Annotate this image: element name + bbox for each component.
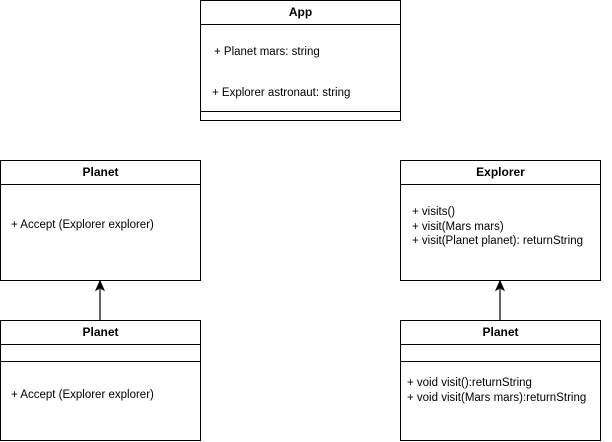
explorer-method-visit-mars: + visit(Mars mars) xyxy=(412,221,504,233)
planet-bottom-left-method-accept: + Accept (Explorer explorer) xyxy=(11,389,154,401)
class-app[interactable]: App + Planet mars: string + Explorer ast… xyxy=(200,0,401,121)
explorer-method-visit-planet: + visit(Planet planet): returnString xyxy=(412,235,583,247)
arrow-left-connector[interactable] xyxy=(94,279,106,320)
arrow-right-connector[interactable] xyxy=(494,279,506,320)
explorer-method-visits: + visits() xyxy=(412,206,456,218)
class-planet-top-title: Planet xyxy=(1,161,200,185)
class-planet-bottom-left[interactable]: Planet + Accept (Explorer explorer) xyxy=(0,320,201,441)
planet-bottom-right-divider xyxy=(401,361,600,362)
class-explorer[interactable]: Explorer + visits() + visit(Mars mars) +… xyxy=(400,160,601,281)
class-planet-bottom-right-title: Planet xyxy=(401,321,600,345)
app-field-mars: + Planet mars: string xyxy=(214,46,320,58)
class-app-title: App xyxy=(201,1,400,25)
class-explorer-title: Explorer xyxy=(401,161,600,185)
planet-top-method-accept: + Accept (Explorer explorer) xyxy=(11,219,154,231)
app-divider xyxy=(201,111,400,112)
planet-bottom-right-method-visit-mars: + void visit(Mars mars):returnString xyxy=(407,392,587,404)
app-field-astronaut: + Explorer astronaut: string xyxy=(212,87,351,99)
class-planet-bottom-right[interactable]: Planet + void visit():returnString + voi… xyxy=(400,320,601,441)
planet-bottom-left-divider xyxy=(1,361,200,362)
planet-bottom-right-method-visit: + void visit():returnString xyxy=(407,377,532,389)
class-planet-bottom-left-title: Planet xyxy=(1,321,200,345)
class-planet-top[interactable]: Planet + Accept (Explorer explorer) xyxy=(0,160,201,281)
